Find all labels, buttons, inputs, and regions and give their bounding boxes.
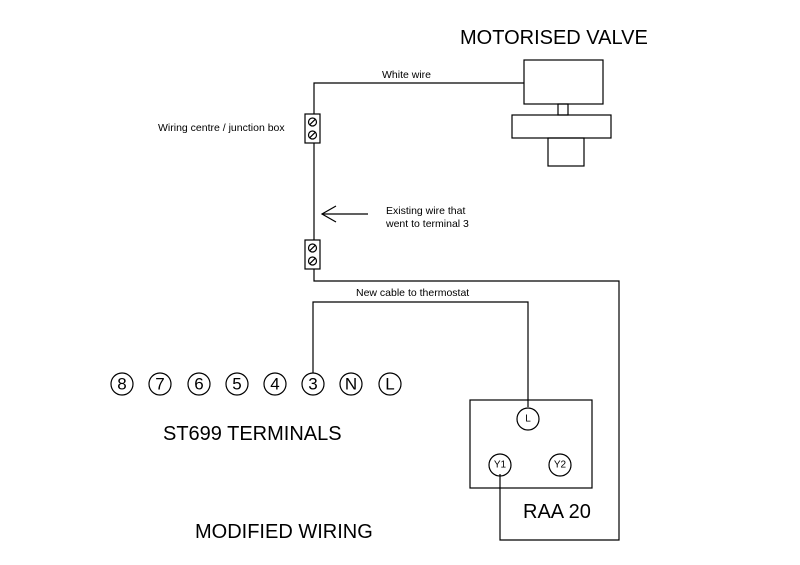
- thermostat-terminal-y2: Y2: [554, 460, 567, 471]
- terminal-7: 7: [148, 372, 172, 396]
- svg-text:3: 3: [308, 375, 317, 394]
- terminal-6: 6: [187, 372, 211, 396]
- svg-text:7: 7: [155, 375, 164, 394]
- svg-text:5: 5: [232, 375, 241, 394]
- st699-terminals: 8 7 6 5 4 3 N L: [110, 372, 402, 396]
- return-wire: [313, 269, 620, 541]
- terminal-l: L: [378, 372, 402, 396]
- svg-text:L: L: [385, 375, 394, 394]
- junction-box-label: Wiring centre / junction box: [158, 122, 285, 134]
- motorised-valve-title: MOTORISED VALVE: [460, 27, 648, 49]
- modified-wiring-title: MODIFIED WIRING: [195, 521, 373, 543]
- terminal-n: N: [339, 372, 363, 396]
- new-cable-label: New cable to thermostat: [356, 287, 469, 299]
- junction-box-top: [304, 113, 321, 144]
- terminal-5: 5: [225, 372, 249, 396]
- existing-wire-label-line2: went to terminal 3: [385, 218, 469, 230]
- arrow-icon: [320, 205, 368, 223]
- new-cable: [312, 301, 529, 407]
- svg-text:6: 6: [194, 375, 203, 394]
- thermostat-terminal-y1: Y1: [494, 460, 507, 471]
- junction-box-bottom: [304, 239, 321, 270]
- svg-text:8: 8: [117, 375, 126, 394]
- raa20-title: RAA 20: [523, 501, 591, 523]
- terminal-3: 3: [301, 372, 325, 396]
- svg-text:N: N: [345, 375, 357, 394]
- terminal-8: 8: [110, 372, 134, 396]
- svg-text:4: 4: [270, 375, 279, 394]
- thermostat-terminal-l: L: [525, 414, 531, 425]
- white-wire-label: White wire: [382, 69, 431, 81]
- st699-terminals-title: ST699 TERMINALS: [163, 423, 342, 445]
- motorised-valve-symbol: [511, 59, 612, 167]
- raa20-thermostat: L Y1 Y2: [469, 399, 593, 489]
- white-wire: [313, 82, 524, 114]
- existing-wire-label-line1: Existing wire that: [386, 205, 465, 217]
- terminal-4: 4: [263, 372, 287, 396]
